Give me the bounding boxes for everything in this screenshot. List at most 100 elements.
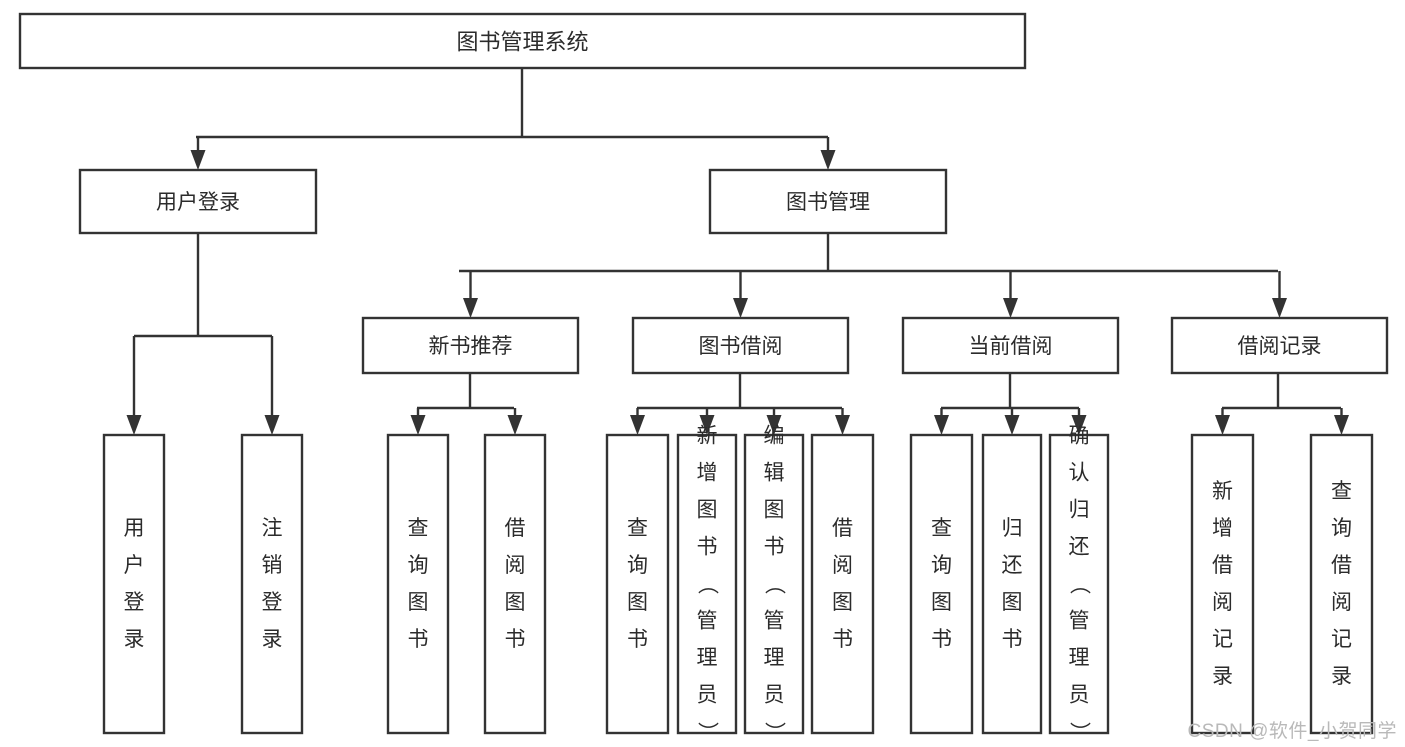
node-l1-user-login[interactable]: 用户登录 xyxy=(78,168,318,235)
node-box-l3-query-book-a[interactable] xyxy=(386,433,450,735)
node-box-l3-query-book-b[interactable] xyxy=(605,433,670,735)
node-label-char: 图 xyxy=(697,499,718,522)
node-l2-new-book-rec[interactable]: 新书推荐 xyxy=(361,316,580,375)
node-label-char: 还 xyxy=(1069,536,1090,559)
edge-l2_new_book_rec-to-l3_borrow_book_a xyxy=(507,408,523,435)
edge-l2_current_borrow-to-l3_query_book_c xyxy=(934,408,949,435)
node-label-char: （ xyxy=(763,574,786,595)
node-box-l1-book-manage[interactable] xyxy=(708,168,948,235)
node-label-char: 借 xyxy=(1331,554,1352,577)
watermark-text: CSDN @软件_小贺同学 xyxy=(1187,721,1397,742)
node-label-char: 阅 xyxy=(832,554,853,577)
node-box-l3-return-book[interactable] xyxy=(981,433,1043,735)
node-label-char: 登 xyxy=(124,591,145,614)
node-label-char: 书 xyxy=(505,628,526,651)
node-label-char: 阅 xyxy=(1212,591,1233,614)
node-box-l1-user-login[interactable] xyxy=(78,168,318,235)
node-label-char: 录 xyxy=(1212,665,1233,688)
node-label-char: 记 xyxy=(1331,628,1352,651)
node-label-char: 图 xyxy=(764,499,785,522)
node-box-l2-book-borrow[interactable] xyxy=(631,316,850,375)
edge-l2_book_borrow-to-l3_edit_book xyxy=(766,408,782,435)
edge-l2_current_borrow-to-l3_return_book xyxy=(1004,408,1020,435)
node-label-char: 新 xyxy=(1212,480,1233,503)
node-l2-borrow-record[interactable]: 借阅记录 xyxy=(1170,316,1389,375)
node-box-l3-add-book[interactable] xyxy=(676,433,738,735)
connector-current-borrow-bus xyxy=(941,373,1079,410)
node-box-l3-user-login[interactable] xyxy=(102,433,166,735)
edge-l2_current_borrow-to-l3_confirm_return xyxy=(1071,408,1087,435)
node-box-l3-edit-book[interactable] xyxy=(743,433,805,735)
node-l1-book-manage[interactable]: 图书管理 xyxy=(708,168,948,235)
node-box-root[interactable] xyxy=(18,12,1027,70)
node-label-l2-current-borrow: 当前借阅 xyxy=(969,335,1053,358)
node-label-char: 询 xyxy=(1331,517,1352,540)
edge-l1_book_manage-to-l2_new_book_rec xyxy=(463,271,478,318)
node-label-char: 阅 xyxy=(505,554,526,577)
node-label-char: 理 xyxy=(764,647,785,670)
node-label-char: 管 xyxy=(764,610,785,633)
node-label-char: 图 xyxy=(931,591,952,614)
node-box-l3-add-record[interactable] xyxy=(1190,433,1255,735)
edge-root-to-l1_user_login xyxy=(190,137,206,170)
node-l2-book-borrow[interactable]: 图书借阅 xyxy=(631,316,850,375)
node-label-char: ） xyxy=(1068,722,1091,743)
node-box-l3-confirm-return[interactable] xyxy=(1048,433,1110,735)
node-label-char: 书 xyxy=(1002,628,1023,651)
node-label-l2-book-borrow: 图书借阅 xyxy=(699,335,783,358)
edge-l2_borrow_record-to-l3_add_record xyxy=(1215,408,1230,435)
connector-root-bus xyxy=(196,68,828,139)
edge-l1_user_login-to-l3_logout xyxy=(264,336,280,435)
node-label-char: 归 xyxy=(1002,517,1023,540)
connector-book-borrow-bus xyxy=(637,373,842,410)
node-label-char: ） xyxy=(696,722,719,743)
node-label-char: 查 xyxy=(1331,480,1352,503)
node-label-char: 理 xyxy=(1069,647,1090,670)
node-box-l3-borrow-book-a[interactable] xyxy=(483,433,547,735)
node-label-char: 图 xyxy=(1002,591,1023,614)
node-label-char: 借 xyxy=(1212,554,1233,577)
node-label-char: 增 xyxy=(697,462,718,485)
node-l3-user-login[interactable]: 用户登录 xyxy=(102,433,166,735)
node-label-char: 图 xyxy=(832,591,853,614)
node-label-char: 员 xyxy=(764,684,785,707)
node-label-char: 还 xyxy=(1002,554,1023,577)
node-l2-current-borrow[interactable]: 当前借阅 xyxy=(901,316,1120,375)
connector-borrow-record-bus xyxy=(1222,373,1341,410)
node-label-char: 认 xyxy=(1069,462,1090,485)
edge-l1_user_login-to-l3_user_login xyxy=(126,336,142,435)
node-label-char: 录 xyxy=(1331,665,1352,688)
node-box-l3-logout[interactable] xyxy=(240,433,304,735)
node-label-char: 录 xyxy=(124,628,145,651)
node-label-char: 借 xyxy=(832,517,853,540)
node-label-char: 查 xyxy=(627,517,648,540)
edge-root-to-l1_book_manage xyxy=(820,137,836,170)
node-box-l3-query-book-c[interactable] xyxy=(909,433,974,735)
node-box-l3-borrow-book-b[interactable] xyxy=(810,433,875,735)
node-label-char: 录 xyxy=(262,628,283,651)
node-root[interactable]: 图书管理系统 xyxy=(18,12,1027,70)
node-label-root: 图书管理系统 xyxy=(456,30,588,55)
node-label-char: 书 xyxy=(627,628,648,651)
node-box-l2-current-borrow[interactable] xyxy=(901,316,1120,375)
node-box-l3-query-record[interactable] xyxy=(1309,433,1374,735)
connector-book-manage-bus xyxy=(459,233,1278,273)
node-box-l2-borrow-record[interactable] xyxy=(1170,316,1389,375)
edge-l1_book_manage-to-l2_current_borrow xyxy=(1003,271,1018,318)
node-label-l2-new-book-rec: 新书推荐 xyxy=(429,335,513,358)
node-label-char: 注 xyxy=(262,517,283,540)
node-box-l2-new-book-rec[interactable] xyxy=(361,316,580,375)
